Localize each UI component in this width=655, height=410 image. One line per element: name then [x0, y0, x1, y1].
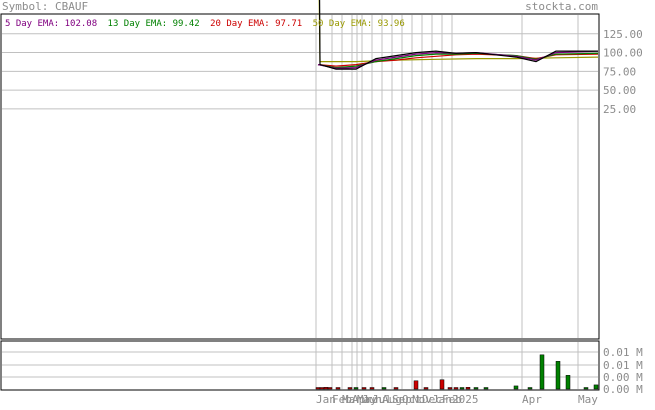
volume-bar [465, 387, 471, 390]
price-panel-frame [0, 13, 600, 340]
x-tick-label: Apr [522, 393, 542, 406]
volume-bar [423, 387, 429, 390]
price-y-tick-label: 75.00 [603, 65, 636, 78]
price-y-tick-label: 100.00 [603, 47, 643, 60]
volume-bar [369, 387, 375, 390]
x-tick-label: May [578, 393, 598, 406]
ema-legend: 5 Day EMA: 102.08 13 Day EMA: 99.42 20 D… [5, 19, 405, 29]
price-lines [317, 0, 599, 70]
price-y-tick-label: 50.00 [603, 84, 636, 97]
series-line-ema20 [317, 53, 599, 67]
x-tick-label: Jun [362, 393, 382, 406]
volume-y-tick-label: 0.01 M [603, 346, 643, 359]
volume-bar [353, 387, 359, 390]
x-tick-label: May [357, 393, 377, 406]
volume-bar [593, 384, 599, 390]
x-tick-label: Jan [316, 393, 336, 406]
legend-ema50: 50 Day EMA: 93.96 [313, 19, 405, 29]
volume-bar [453, 387, 459, 390]
series-line-ema13 [317, 52, 599, 69]
legend-ema5: 5 Day EMA: 102.08 [5, 19, 97, 29]
volume-bar [335, 387, 341, 390]
volume-bar [347, 387, 353, 390]
volume-bar [381, 387, 387, 390]
x-tick-label: Feb [442, 393, 462, 406]
x-tick-label: Nov [412, 393, 432, 406]
volume-bar [565, 375, 571, 390]
series-line-price [318, 0, 598, 70]
x-tick-label: Apr [352, 393, 372, 406]
x-tick-label: 2025 [452, 393, 479, 406]
price-y-tick-label: 125.00 [603, 28, 643, 41]
volume-bar [447, 387, 453, 390]
x-tick-label: Dec [422, 393, 442, 406]
volume-y-tick-label: 0.01 M [603, 359, 643, 372]
grid-lines [2, 15, 598, 389]
volume-bars [315, 354, 599, 390]
volume-bar [327, 387, 333, 390]
volume-bar [513, 385, 519, 390]
price-y-tick-label: 25.00 [603, 103, 636, 116]
x-tick-label: Aug [382, 393, 402, 406]
volume-bar [527, 387, 533, 390]
volume-bar [413, 380, 419, 390]
volume-bar [583, 387, 589, 390]
volume-bar [361, 387, 367, 390]
volume-bar [555, 361, 561, 390]
volume-bar [319, 387, 325, 390]
volume-bar [459, 387, 465, 390]
volume-bar [539, 354, 545, 390]
x-tick-label: Feb [332, 393, 352, 406]
x-tick-label: Mar [342, 393, 362, 406]
x-axis: JanFebMarAprMayJunJulAugSepOctNovDecJanF… [316, 393, 598, 406]
x-tick-label: Oct [402, 393, 422, 406]
x-tick-label: Jan [432, 393, 452, 406]
volume-bar [323, 387, 329, 390]
legend-ema13: 13 Day EMA: 99.42 [108, 19, 200, 29]
volume-bar [393, 387, 399, 390]
volume-y-axis: 0.01 M0.01 M0.00 M0.00 M [603, 346, 643, 396]
volume-y-tick-label: 0.00 M [603, 371, 643, 384]
volume-y-tick-label: 0.00 M [603, 383, 643, 396]
site-label[interactable]: stockta.com [525, 0, 598, 13]
volume-bar [483, 387, 489, 390]
volume-bar [473, 387, 479, 390]
volume-bar [439, 379, 445, 390]
volume-panel-frame [0, 340, 600, 391]
x-tick-label: Sep [392, 393, 412, 406]
symbol-label: Symbol: CBAUF [2, 0, 88, 13]
price-y-axis: 125.00 100.00 75.00 50.00 25.00 [603, 28, 643, 116]
x-tick-label: Jul [372, 393, 392, 406]
series-line-ema5 [317, 50, 599, 69]
legend-ema20: 20 Day EMA: 97.71 [210, 19, 302, 29]
volume-bar [315, 387, 321, 390]
